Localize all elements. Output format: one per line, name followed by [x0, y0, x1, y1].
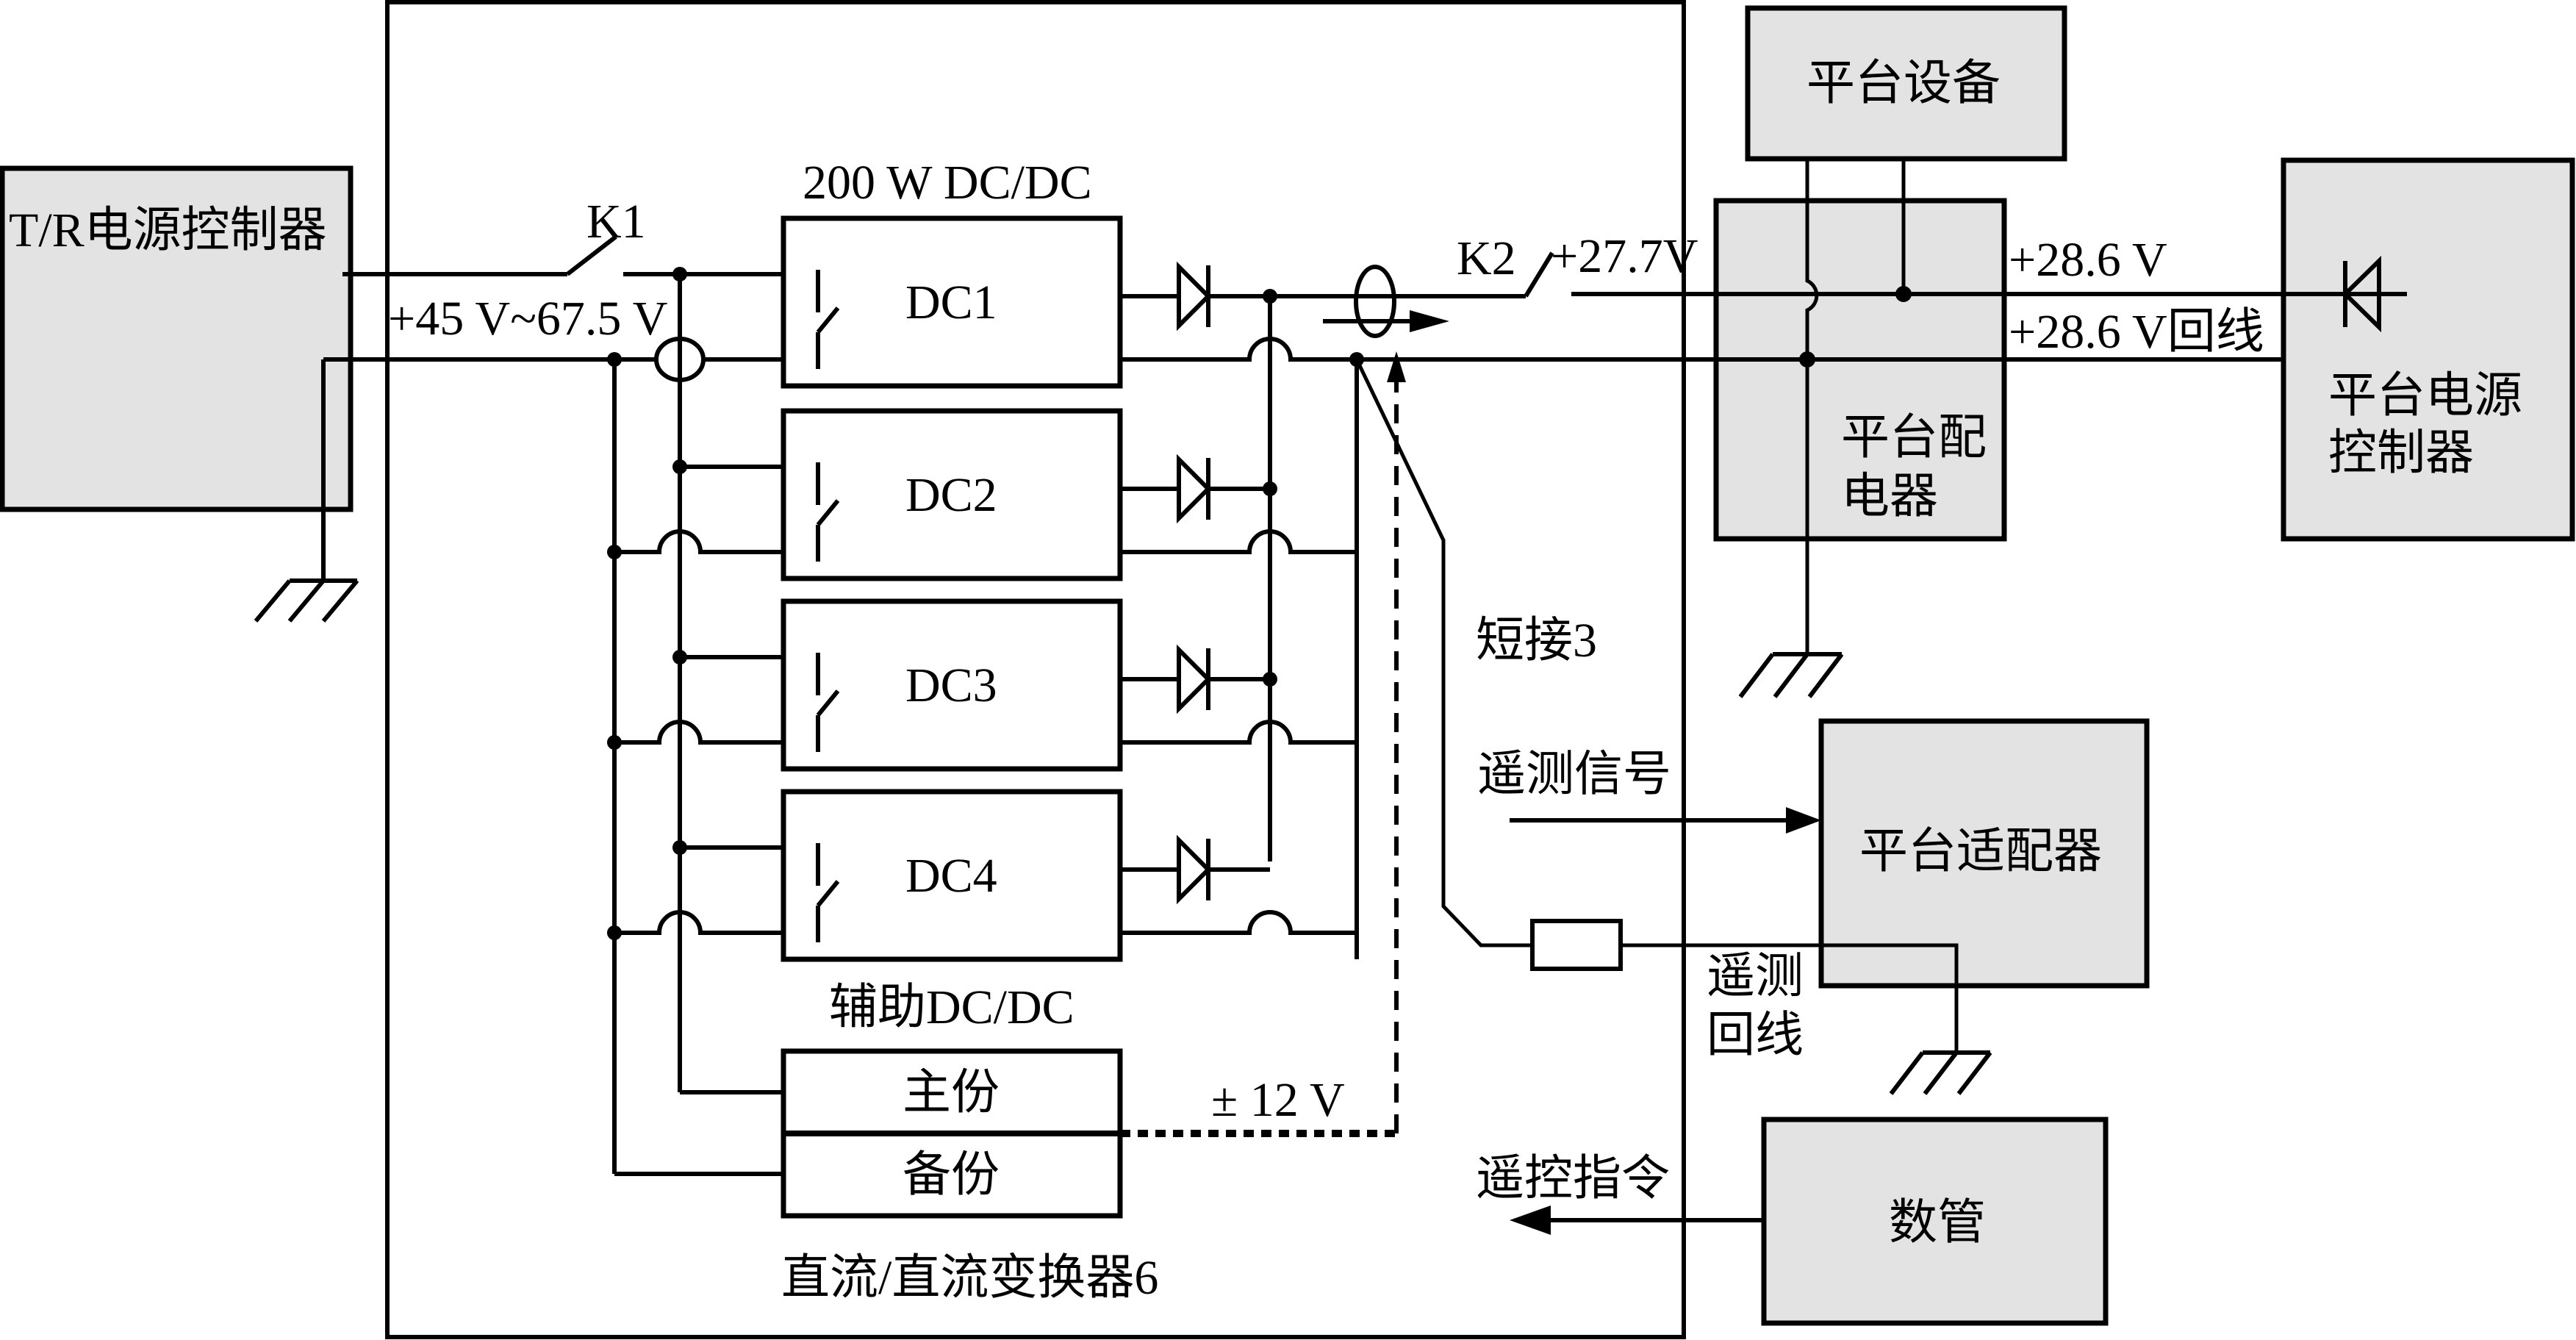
tr-power-controller-block: T/R电源控制器 [0, 165, 354, 512]
input-voltage-label: +45 V~67.5 V [388, 292, 667, 345]
aux-supply-arrow [1387, 351, 1406, 382]
converter-return-wire [614, 910, 783, 935]
telecommand-arrow [1510, 1205, 1551, 1235]
k2-switch-blade [1524, 251, 1554, 298]
bus-voltage-label: +28.6 V [2009, 233, 2167, 287]
short-link-wire [1355, 358, 1532, 947]
output-voltage-label: +27.7V [1551, 229, 1698, 283]
dc-converter-block-3: DC3 [607, 598, 1357, 772]
platform-equipment-block: 平台设备 [1745, 5, 2067, 162]
dc-converter-block-2: DC2 [607, 408, 1357, 581]
ground-symbol-adapter [1889, 1050, 1992, 1095]
converter-output-return-wire [1120, 720, 1357, 745]
converter-return-wire [614, 720, 783, 745]
platform-power-controller-label-2: 控制器 [2328, 426, 2474, 480]
bus-return-label: +28.6 V回线 [2009, 305, 2264, 359]
platform-return-wire [1805, 159, 1819, 654]
converter-group-label: 200 W DC/DC [803, 156, 1092, 209]
k1-switch-blade [566, 234, 617, 276]
platform-distributor-label-1: 平台配 [1841, 411, 1987, 465]
telecommand-label: 遥控指令 [1476, 1152, 1670, 1205]
dc-converter-box [781, 789, 1123, 962]
telemetry-signal-label: 遥测信号 [1477, 748, 1671, 801]
dc-converter-label: DC1 [905, 276, 997, 329]
k1-label: K1 [586, 195, 646, 248]
current-direction-arrow [1410, 310, 1449, 332]
dc-converter-box [781, 598, 1123, 772]
converter-output-return-wire [1120, 910, 1357, 935]
k2-label: K2 [1457, 232, 1516, 285]
platform-equipment-label: 平台设备 [1807, 57, 2001, 110]
diode-icon [1177, 834, 1212, 905]
dc-converter-label: DC4 [905, 849, 997, 903]
platform-distributor-block: 平台配 电器 [1713, 198, 2007, 542]
output-current-sensor [1354, 265, 1396, 338]
telemetry-return-label-1: 遥测 [1707, 950, 1804, 1003]
ground-symbol-left [254, 578, 359, 623]
converter-title: 直流/直流变换器6 [781, 1251, 1158, 1305]
platform-distributor-label-2: 电器 [1841, 470, 1938, 523]
aux-primary-label: 主份 [903, 1066, 1000, 1119]
data-management-block: 数管 [1761, 1117, 2109, 1326]
aux-dcdc-block: 主份 备份 [781, 1048, 1123, 1219]
aux-voltage-label: ± 12 V [1211, 1073, 1345, 1127]
platform-adapter-block: 平台适配器 [1818, 718, 2150, 989]
diode-icon [1177, 261, 1212, 332]
telemetry-signal-arrow [1786, 807, 1821, 834]
telemetry-resistor [1530, 919, 1623, 971]
converter-return-wire [614, 529, 783, 554]
aux-dcdc-label: 辅助DC/DC [829, 981, 1074, 1034]
dc-converter-label: DC2 [905, 468, 997, 522]
platform-diode-icon [2342, 255, 2381, 333]
dc-converter-block-4: DC4 [607, 789, 1357, 962]
dc-converter-label: DC3 [905, 659, 997, 712]
aux-backup-label: 备份 [903, 1148, 1000, 1202]
dcdc-converter-enclosure [385, 0, 1686, 1339]
tr-power-controller-label: T/R电源控制器 [9, 204, 327, 257]
platform-power-controller-block: 平台电源 控制器 [2281, 157, 2575, 542]
dc-converter-box [781, 408, 1123, 581]
dc-converter-box [781, 215, 1123, 389]
converter-output-return-wire [1120, 337, 1357, 362]
platform-adapter-label: 平台适配器 [1859, 825, 2102, 878]
diode-icon [1177, 454, 1212, 524]
dc-converter-block-1: DC1 [703, 215, 1357, 389]
short-link-label: 短接3 [1476, 614, 1597, 667]
data-management-label: 数管 [1889, 1196, 1986, 1250]
telemetry-return-label-2: 回线 [1707, 1008, 1804, 1062]
diode-icon [1177, 644, 1212, 714]
platform-power-controller-label-1: 平台电源 [2328, 369, 2522, 423]
converter-output-return-wire [1120, 529, 1357, 554]
ground-symbol-distributor [1738, 652, 1844, 698]
